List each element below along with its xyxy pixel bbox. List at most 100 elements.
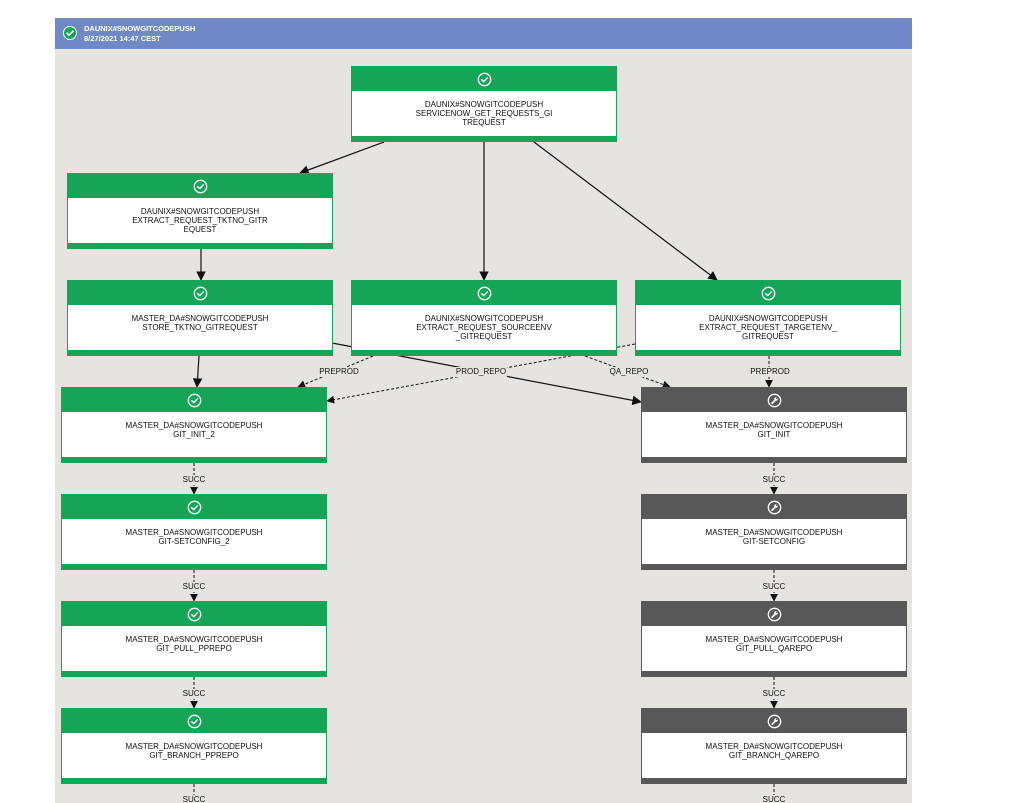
node-job-line: GIT_PULL_QAREPO [735, 644, 813, 653]
check-circle-icon [187, 607, 202, 622]
node-status-bar [62, 495, 326, 519]
node-footer-bar [68, 350, 332, 355]
check-circle-icon [477, 286, 492, 301]
wrench-icon [767, 393, 782, 408]
node-footer-bar [68, 243, 332, 248]
node-job-line: GIT_INIT [757, 430, 791, 439]
node-footer-bar [642, 564, 906, 569]
check-circle-icon [187, 393, 202, 408]
node-agent-line: DAUNIX#SNOWGITCODEPUSH [424, 100, 544, 109]
node-agent-line: DAUNIX#SNOWGITCODEPUSH [708, 314, 828, 323]
node-agent-line: MASTER_DA#SNOWGITCODEPUSH [705, 742, 843, 751]
node-agent-line: DAUNIX#SNOWGITCODEPUSH [424, 314, 544, 323]
wrench-icon [767, 714, 782, 729]
edge-n0-n4 [533, 141, 718, 281]
node-status-bar [62, 388, 326, 412]
node-agent-line: MASTER_DA#SNOWGITCODEPUSH [705, 635, 843, 644]
edge-n2-n5 [192, 355, 203, 388]
node-agent-line: MASTER_DA#SNOWGITCODEPUSH [705, 528, 843, 537]
edge-label: SUCC [761, 475, 787, 485]
edge-label: PREPROD [318, 367, 360, 377]
edge-label: SUCC [761, 689, 787, 699]
node-footer-bar [352, 136, 616, 141]
node-status-bar [352, 281, 616, 305]
check-circle-icon [187, 714, 202, 729]
node-footer-bar [62, 671, 326, 676]
node-job-line: SERVICENOW_GET_REQUESTS_GI [415, 109, 553, 118]
node-footer-bar [62, 457, 326, 462]
node-footer-bar [642, 457, 906, 462]
node-job-line: EXTRACT_REQUEST_SOURCEENV [416, 323, 552, 332]
node-status-bar [642, 388, 906, 412]
check-circle-icon [187, 500, 202, 515]
node-job-line: EXTRACT_REQUEST_TARGETENV_ [699, 323, 837, 332]
check-circle-icon [477, 72, 492, 87]
node-agent-line: MASTER_DA#SNOWGITCODEPUSH [125, 528, 263, 537]
check-circle-icon [63, 26, 77, 40]
edge-label: PROD_REPO [454, 367, 508, 377]
node-status-bar [62, 602, 326, 626]
edge-label: SUCC [181, 582, 207, 592]
node-agent-line: DAUNIX#SNOWGITCODEPUSH [140, 207, 260, 216]
node-status-bar [68, 174, 332, 198]
node-job-line-cont: EQUEST [183, 225, 217, 234]
edge-label: QA_REPO [608, 367, 650, 377]
node-job-line: EXTRACT_REQUEST_TKTNO_GITR [132, 216, 268, 225]
node-job-line: GIT_PULL_PPREPO [156, 644, 232, 653]
node-footer-bar [352, 350, 616, 355]
node-agent-line: MASTER_DA#SNOWGITCODEPUSH [125, 742, 263, 751]
node-agent-line: MASTER_DA#SNOWGITCODEPUSH [705, 421, 843, 430]
node-footer-bar [62, 564, 326, 569]
check-circle-icon [761, 286, 776, 301]
edge-n0-n1 [299, 141, 385, 175]
check-circle-icon [193, 286, 208, 301]
check-circle-icon [193, 179, 208, 194]
node-job-line-cont: TREQUEST [462, 118, 506, 127]
node-status-bar [642, 602, 906, 626]
edge-label: SUCC [181, 795, 207, 803]
node-status-bar [68, 281, 332, 305]
edge-label: SUCC [181, 689, 207, 699]
node-status-bar [642, 709, 906, 733]
node-footer-bar [642, 671, 906, 676]
node-job-line: GIT-SETCONFIG [742, 537, 806, 546]
node-status-bar [352, 67, 616, 91]
workflow-header: DAUNIX#SNOWGITCODEPUSH 8/27/2021 14:47 C… [55, 18, 912, 49]
edge-label: SUCC [761, 582, 787, 592]
workflow-title: DAUNIX#SNOWGITCODEPUSH [84, 24, 196, 33]
node-job-line: GIT_BRANCH_QAREPO [728, 751, 820, 760]
node-footer-bar [642, 778, 906, 783]
node-agent-line: MASTER_DA#SNOWGITCODEPUSH [131, 314, 269, 323]
wrench-icon [767, 500, 782, 515]
edge-label: SUCC [181, 475, 207, 485]
node-footer-bar [636, 350, 900, 355]
node-job-line: STORE_TKTNO_GITREQUEST [142, 323, 258, 332]
node-job-line-cont: _GITREQUEST [455, 332, 513, 341]
node-status-bar [62, 709, 326, 733]
